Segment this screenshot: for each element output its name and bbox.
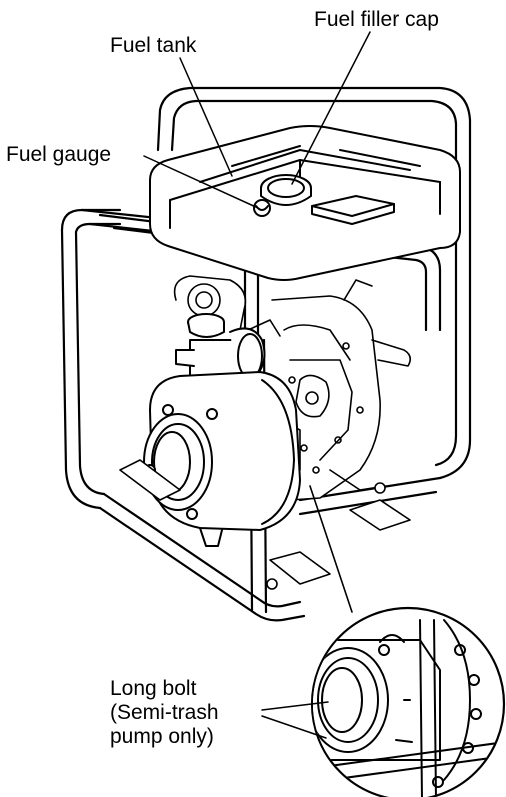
- leader-lines: [143, 31, 371, 739]
- leader-fuel-gauge: [143, 155, 259, 209]
- fuel-gauge: [253, 199, 271, 217]
- fuel-gauge-label: Fuel gauge: [6, 143, 112, 166]
- leader-long-bolt-2: [261, 715, 327, 739]
- detail-magnifier: [309, 485, 506, 797]
- long-bolt-label-line-1: Long bolt: [110, 677, 197, 700]
- long-bolt-label-line-3: pump only): [110, 725, 214, 748]
- fuel-tank: [149, 125, 461, 281]
- fuel-filler-cap: [260, 174, 312, 206]
- leader-fuel-tank: [179, 57, 233, 177]
- fuel-tank-label: Fuel tank: [110, 34, 197, 57]
- base-skids: [119, 459, 411, 590]
- long-bolt-label: Long bolt (Semi-trash pump only): [110, 677, 219, 749]
- pump-body: [143, 313, 301, 547]
- long-bolt-label-line-2: (Semi-trash: [110, 701, 219, 724]
- leader-fuel-filler-cap: [291, 31, 371, 185]
- leader-long-bolt-1: [261, 701, 329, 711]
- fuel-filler-cap-label: Fuel filler cap: [314, 8, 439, 31]
